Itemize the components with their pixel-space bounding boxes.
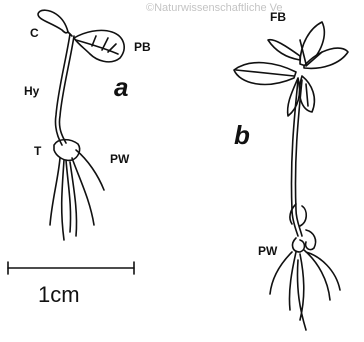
primary-leaf-pb <box>74 30 124 61</box>
scale-bar-graphic <box>8 262 134 274</box>
scale-bar-label: 1cm <box>38 282 80 308</box>
label-pb: PB <box>134 40 151 54</box>
watermark: ©Naturwissenschaftliche Ve <box>146 2 283 14</box>
label-c: C <box>30 26 39 40</box>
roots-b <box>270 250 340 330</box>
leaf-small <box>268 40 300 60</box>
seedling-b-drawing <box>234 22 348 330</box>
label-pw-a: PW <box>110 152 129 166</box>
label-pw-b: PW <box>258 244 277 258</box>
label-hy: Hy <box>24 84 39 98</box>
hypocotyl <box>55 34 70 145</box>
label-t: T <box>34 144 41 158</box>
cotyledon-c <box>38 10 68 33</box>
panel-label-a: a <box>114 72 128 103</box>
panel-label-b: b <box>234 120 250 151</box>
roots-a <box>50 150 104 240</box>
seedling-a-drawing <box>38 10 124 240</box>
label-fb: FB <box>270 10 286 24</box>
